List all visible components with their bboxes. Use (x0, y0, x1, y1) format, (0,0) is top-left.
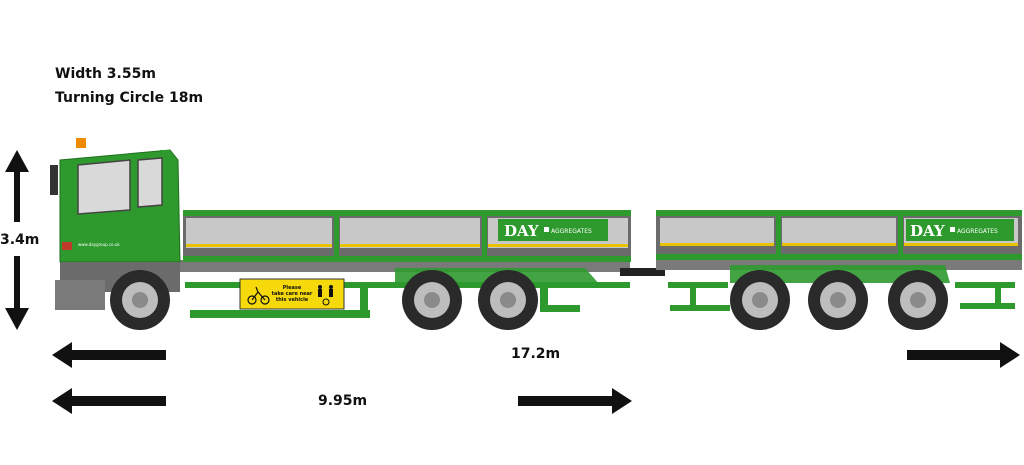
cab-website-text: www.daygroup.co.uk (78, 242, 120, 247)
truck-logo: DAY AGGREGATES (498, 219, 608, 241)
logo-aggregates-text: AGGREGATES (551, 228, 592, 235)
logo-day-text: DAY (504, 222, 539, 240)
truck-length-arrow (52, 388, 632, 414)
turning-circle-spec: Turning Circle 18m (55, 90, 204, 106)
trailer-logo-day-text: DAY (910, 222, 945, 240)
height-dimension-label: 3.4m (0, 232, 40, 248)
drawbar (620, 268, 665, 276)
svg-text:this vehicle: this vehicle (276, 297, 309, 303)
trailer-wheels (730, 270, 948, 330)
svg-text:Please: Please (283, 285, 302, 291)
trailer-logo-aggregates-text: AGGREGATES (957, 228, 998, 235)
truck-length-label: 9.95m (318, 393, 368, 409)
trailer-logo: DAY AGGREGATES (906, 219, 1014, 241)
warning-sign: Please take care near this vehicle (239, 278, 345, 310)
truck-cab: www.daygroup.co.uk (50, 138, 181, 310)
truck-wheels (110, 270, 538, 330)
overall-length-arrow (52, 342, 1020, 368)
height-arrow (5, 150, 29, 330)
truck-body (183, 210, 631, 262)
svg-text:take care near: take care near (272, 291, 313, 297)
overall-length-label: 17.2m (511, 346, 561, 362)
width-spec: Width 3.55m (55, 66, 156, 82)
